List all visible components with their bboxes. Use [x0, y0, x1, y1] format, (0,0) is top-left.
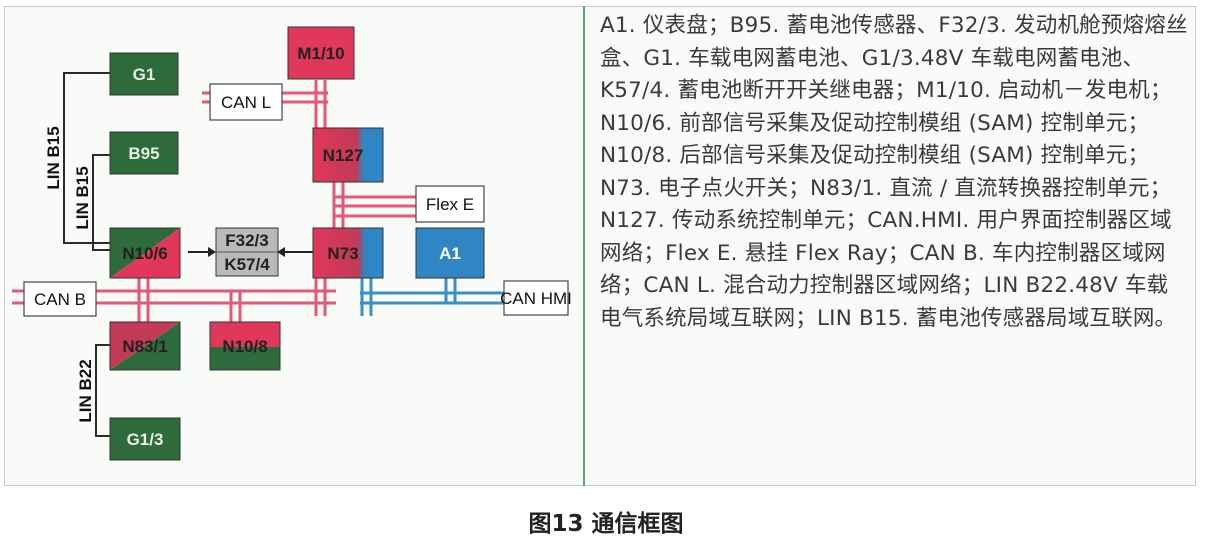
- node-g1-label: G1: [133, 65, 156, 84]
- node-g1-3-label: G1/3: [127, 430, 164, 449]
- node-n10-8: N10/8: [209, 321, 281, 371]
- communication-diagram: .can-red{stroke:#e8557a;stroke-width:3;f…: [12, 26, 572, 461]
- node-n73: N73: [312, 227, 384, 279]
- node-m1-10: M1/10: [287, 26, 355, 80]
- node-m1-10-label: M1/10: [297, 44, 344, 63]
- lin-b15-outer-line: [63, 72, 110, 244]
- bus-box-flex-e: Flex E: [415, 185, 485, 223]
- lin-b15-outer-label: LIN B15: [44, 126, 63, 189]
- can-hmi-bus: [360, 278, 504, 316]
- node-f32-3-label: F32/3: [225, 231, 268, 250]
- bus-box-can-hmi: CAN HMI: [500, 280, 572, 316]
- node-n127-label: N127: [323, 146, 364, 165]
- node-n127: N127: [312, 127, 384, 183]
- lin-b22-label: LIN B22: [76, 359, 95, 422]
- lin-b15-inner-label: LIN B15: [73, 166, 92, 229]
- lin-b22-line: [95, 344, 110, 437]
- node-n73-label: N73: [327, 244, 358, 263]
- bus-box-can-l: CAN L: [209, 83, 283, 121]
- figure-caption: 图13 通信框图: [528, 511, 684, 537]
- node-n83-1-label: N83/1: [122, 337, 167, 356]
- node-g1: G1: [109, 52, 179, 96]
- legend-text: A1. 仪表盘；B95. 蓄电池传感器、F32/3. 发动机舱预熔熔丝盒、G1.…: [600, 13, 1188, 331]
- node-a1-label: A1: [439, 244, 461, 263]
- signal-arrows: [188, 247, 316, 257]
- node-a1: A1: [415, 227, 485, 279]
- node-n83-1: N83/1: [109, 321, 181, 371]
- node-k57-4-label: K57/4: [224, 255, 270, 274]
- node-f32-k57: F32/3 K57/4: [215, 227, 279, 277]
- node-n10-8-label: N10/8: [222, 337, 267, 356]
- bus-box-can-b: CAN B: [23, 281, 97, 317]
- node-n10-6: N10/6: [109, 227, 181, 279]
- node-b95-label: B95: [128, 144, 159, 163]
- bus-can-hmi-label: CAN HMI: [500, 289, 572, 308]
- bus-can-b-label: CAN B: [34, 290, 86, 309]
- figure-frame: [4, 6, 1196, 486]
- flex-e-bus: [332, 182, 416, 228]
- node-g1-3: G1/3: [109, 417, 181, 461]
- lin-b15-inner-line: [92, 154, 110, 251]
- legend-panel: A1. 仪表盘；B95. 蓄电池传感器、F32/3. 发动机舱预熔熔丝盒、G1.…: [600, 10, 1188, 335]
- panel-divider: [583, 6, 585, 486]
- node-b95: B95: [109, 131, 179, 175]
- bus-can-l-label: CAN L: [221, 93, 271, 112]
- node-n10-6-label: N10/6: [122, 244, 167, 263]
- bus-flex-e-label: Flex E: [426, 195, 474, 214]
